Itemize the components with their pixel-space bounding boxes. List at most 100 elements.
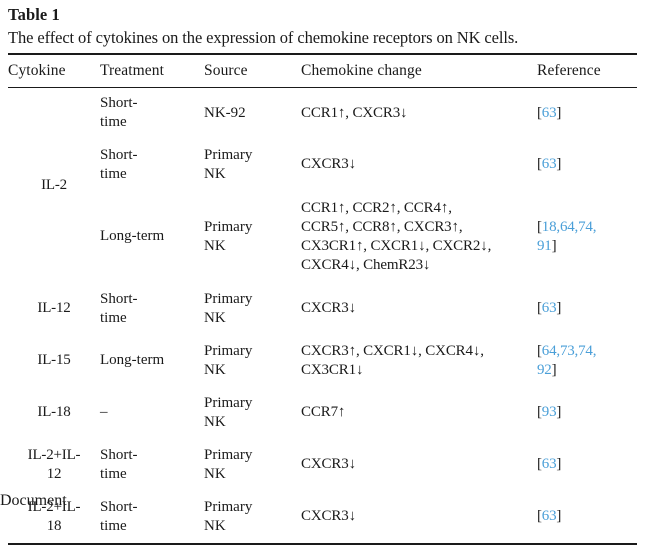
reference-citation[interactable]: [63] [537, 504, 637, 529]
reference-citation-line[interactable]: [93] [537, 404, 562, 421]
cell-chemokine-change: CXCR3↓ [301, 491, 537, 543]
reference-citation[interactable]: [93] [537, 400, 637, 425]
cell-treatment: – [100, 387, 204, 439]
column-header-cytokine: Cytokine [8, 61, 66, 79]
reference-citation-line[interactable]: 91] [537, 238, 557, 255]
cell-reference[interactable]: [63] [537, 439, 637, 491]
column-header-reference: Reference [537, 61, 601, 79]
treatment-value-line: time [100, 114, 127, 131]
source-value-line: NK [204, 414, 226, 431]
cytokine-name: IL-12 [8, 296, 100, 321]
treatment-value-line: Short- [100, 446, 138, 463]
chemokine-change-value-line: CXCR3↓ [301, 156, 356, 173]
cell-reference[interactable]: [93] [537, 387, 637, 439]
table-figure: Table 1 The effect of cytokines on the e… [8, 5, 637, 545]
chemokine-change-value-line: CCR1↑, CXCR3↓ [301, 104, 408, 121]
reference-number[interactable]: 63 [541, 300, 557, 317]
source-value-line: Primary [204, 394, 253, 411]
reference-number[interactable]: 63 [541, 156, 557, 173]
cell-chemokine-change: CXCR3↓ [301, 139, 537, 191]
chemokine-change-value-line: CCR1↑, CCR2↑, CCR4↑, [301, 199, 452, 216]
treatment-value: Short-time [100, 143, 204, 187]
source-value-line: Primary [204, 218, 253, 235]
table-caption: The effect of cytokines on the expressio… [8, 28, 519, 48]
reference-citation-line[interactable]: 92] [537, 362, 557, 379]
cytokine-name: IL-2+IL-18 [8, 495, 100, 539]
cytokine-name-line: IL-12 [37, 300, 71, 317]
reference-citation[interactable]: [18,64,74, 91] [537, 215, 637, 259]
column-header-treatment: Treatment [100, 61, 165, 79]
treatment-value-line: Short- [100, 146, 138, 163]
reference-citation[interactable]: [63] [537, 152, 637, 177]
treatment-value-line: time [100, 466, 127, 483]
cell-treatment: Long-term [100, 335, 204, 387]
cytokine-name-line: IL-2 [41, 176, 67, 193]
cell-treatment: Long-term [100, 191, 204, 283]
treatment-value: Long-term [100, 348, 204, 373]
reference-citation-line[interactable]: [18,64,74, [537, 218, 597, 235]
source-value-line: Primary [204, 146, 253, 163]
cell-chemokine-change: CCR7↑ [301, 387, 537, 439]
source-value-line: Primary [204, 498, 253, 515]
reference-citation-line[interactable]: [63] [537, 104, 562, 121]
reference-citation-line[interactable]: [63] [537, 508, 562, 525]
reference-citation-line[interactable]: [63] [537, 300, 562, 317]
chemokine-change-value-line: CXCR3↓ [301, 456, 356, 473]
reference-number[interactable]: 63 [541, 508, 557, 525]
cell-source: NK-92 [204, 87, 301, 139]
chemokine-change-value: CXCR3↓ [301, 452, 537, 477]
reference-number[interactable]: 63 [541, 104, 557, 121]
treatment-value-line: Short- [100, 498, 138, 515]
reference-number[interactable]: 63 [541, 456, 557, 473]
cell-cytokine: IL-2+IL-18 [8, 491, 100, 543]
reference-citation-line[interactable]: [63] [537, 156, 562, 173]
header-row: Cytokine Treatment Source Chemokine chan… [8, 55, 637, 88]
cytokine-name: IL-2+IL-12 [8, 443, 100, 487]
source-value-line: NK [204, 362, 226, 379]
cytokine-name-line: 12 [46, 466, 62, 483]
reference-citation[interactable]: [63] [537, 452, 637, 477]
reference-number[interactable]: 64,73,74, [541, 342, 597, 359]
cell-treatment: Short-time [100, 491, 204, 543]
cell-reference[interactable]: [63] [537, 139, 637, 191]
cell-reference[interactable]: [64,73,74, 92] [537, 335, 637, 387]
reference-number[interactable]: 92 [537, 362, 552, 379]
cell-cytokine: IL-12 [8, 283, 100, 335]
cell-chemokine-change: CCR1↑, CXCR3↓ [301, 87, 537, 139]
reference-number[interactable]: 18,64,74, [541, 218, 597, 235]
treatment-value-line: time [100, 518, 127, 535]
cell-reference[interactable]: [63] [537, 87, 637, 139]
chemokine-change-value: CXCR3↓ [301, 296, 537, 321]
reference-citation-line[interactable]: [63] [537, 456, 562, 473]
cell-chemokine-change: CXCR3↓ [301, 439, 537, 491]
reference-citation-line[interactable]: [64,73,74, [537, 342, 597, 359]
source-value-line: Primary [204, 446, 253, 463]
treatment-value-line: time [100, 166, 127, 183]
reference-citation[interactable]: [63] [537, 296, 637, 321]
reference-number[interactable]: 91 [537, 238, 552, 255]
table-header: Cytokine Treatment Source Chemokine chan… [8, 55, 637, 88]
cytokine-name-line: IL-15 [37, 352, 71, 369]
cell-reference[interactable]: [63] [537, 491, 637, 543]
reference-citation[interactable]: [64,73,74, 92] [537, 339, 637, 383]
treatment-value-line: Long-term [100, 352, 165, 369]
treatment-value-line: Short- [100, 95, 138, 112]
reference-number[interactable]: 93 [541, 404, 557, 421]
treatment-value: – [100, 400, 204, 425]
cell-reference[interactable]: [18,64,74, 91] [537, 191, 637, 283]
treatment-value-line: Short- [100, 290, 138, 307]
chemokine-change-value-line: CXCR3↓ [301, 300, 356, 317]
cell-reference[interactable]: [63] [537, 283, 637, 335]
reference-citation[interactable]: [63] [537, 101, 637, 126]
